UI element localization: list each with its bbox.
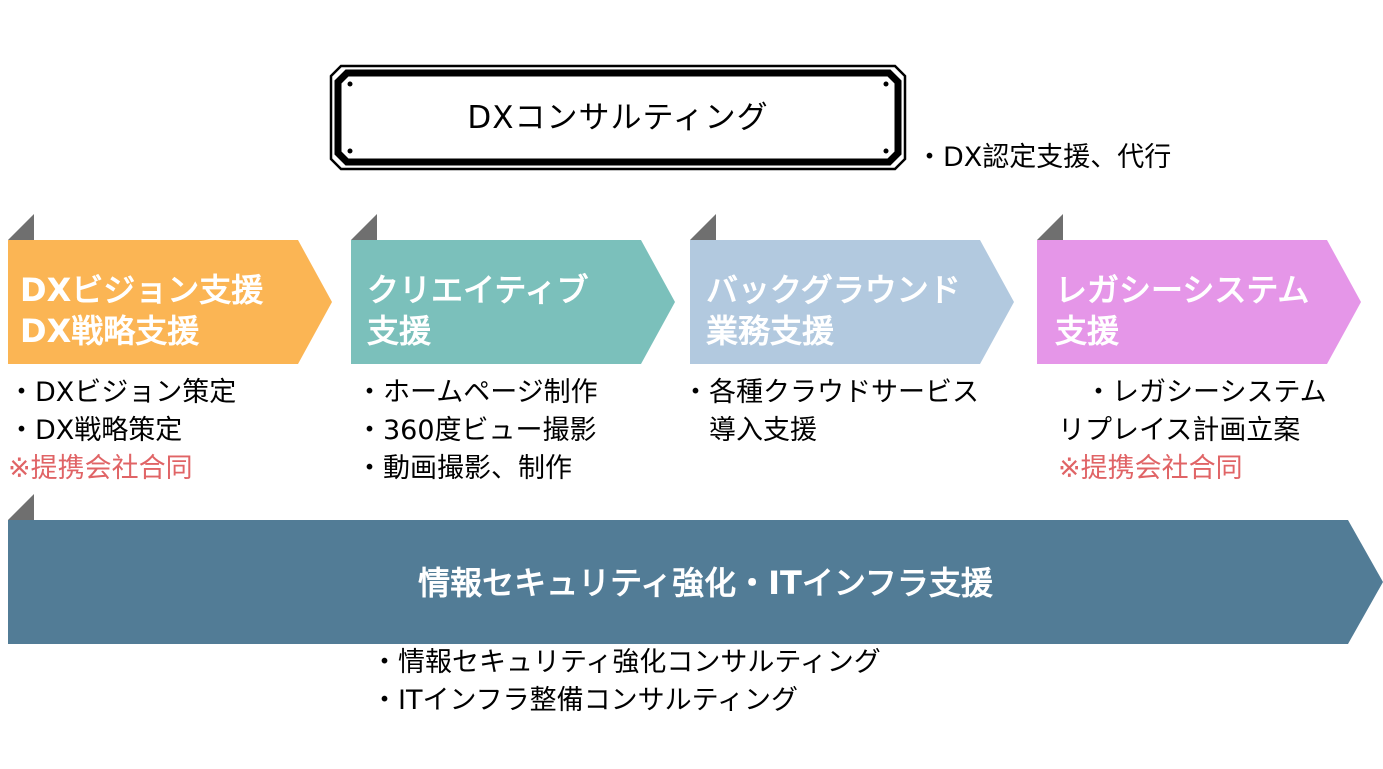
list-item: ・各種クラウドサービス <box>682 377 979 408</box>
category-fold <box>351 214 377 240</box>
list-item: リプレイス計画立案 <box>1058 415 1301 446</box>
security-infra-band: 情報セキュリティ強化・ITインフラ支援 <box>8 494 1383 644</box>
category-label: クリエイティブ 支援 <box>367 271 589 350</box>
category-label: レガシーシステム 支援 <box>1055 271 1310 350</box>
list-item: ・レガシーシステム <box>1058 377 1327 408</box>
category-items-background: ・各種クラウドサービス 導入支援 <box>682 374 979 450</box>
category-label: バックグラウンド 業務支援 <box>706 271 961 350</box>
category-background: バックグラウンド 業務支援 <box>690 214 1014 364</box>
list-item: ・DXビジョン策定 <box>8 377 237 408</box>
category-arrow <box>351 240 675 364</box>
category-arrow <box>690 240 1014 364</box>
category-items-creative: ・ホームページ制作 ・360度ビュー撮影 ・動画撮影、制作 <box>356 374 598 488</box>
title-frame-border <box>329 64 907 171</box>
title-frame: DXコンサルティング <box>327 62 909 173</box>
category-fold <box>1037 214 1063 240</box>
band-label: 情報セキュリティ強化・ITインフラ支援 <box>418 564 993 602</box>
title-note: ・DX認定支援、代行 <box>916 142 1172 173</box>
category-arrow <box>1037 240 1361 364</box>
category-legacy: レガシーシステム 支援 <box>1037 214 1361 364</box>
partner-note: ※提携会社合同 <box>8 453 193 484</box>
band-items: ・情報セキュリティ強化コンサルティング ・ITインフラ整備コンサルティング <box>371 644 881 720</box>
list-item: ・DX戦略策定 <box>8 415 183 446</box>
list-item: ・情報セキュリティ強化コンサルティング <box>371 647 881 678</box>
category-fold <box>690 214 716 240</box>
list-item: ・動画撮影、制作 <box>356 453 572 484</box>
category-items-dx-vision: ・DXビジョン策定 ・DX戦略策定 ※提携会社合同 <box>8 374 236 488</box>
category-creative: クリエイティブ 支援 <box>351 214 675 364</box>
band-arrow <box>8 520 1383 644</box>
category-fold <box>8 214 34 240</box>
list-item: ・360度ビュー撮影 <box>356 415 597 446</box>
band-fold <box>8 494 34 520</box>
list-item: ・ホームページ制作 <box>356 377 598 408</box>
list-item: ・ITインフラ整備コンサルティング <box>371 685 799 716</box>
category-dx-vision: DXビジョン支援 DX戦略支援 <box>8 214 332 364</box>
partner-note: ※提携会社合同 <box>1058 453 1243 484</box>
category-items-legacy: ・レガシーシステム リプレイス計画立案 ※提携会社合同 <box>1058 374 1327 488</box>
category-arrow <box>8 240 332 364</box>
category-label: DXビジョン支援 DX戦略支援 <box>20 271 264 350</box>
list-item: 導入支援 <box>682 415 817 446</box>
title-label: DXコンサルティング <box>467 100 769 136</box>
